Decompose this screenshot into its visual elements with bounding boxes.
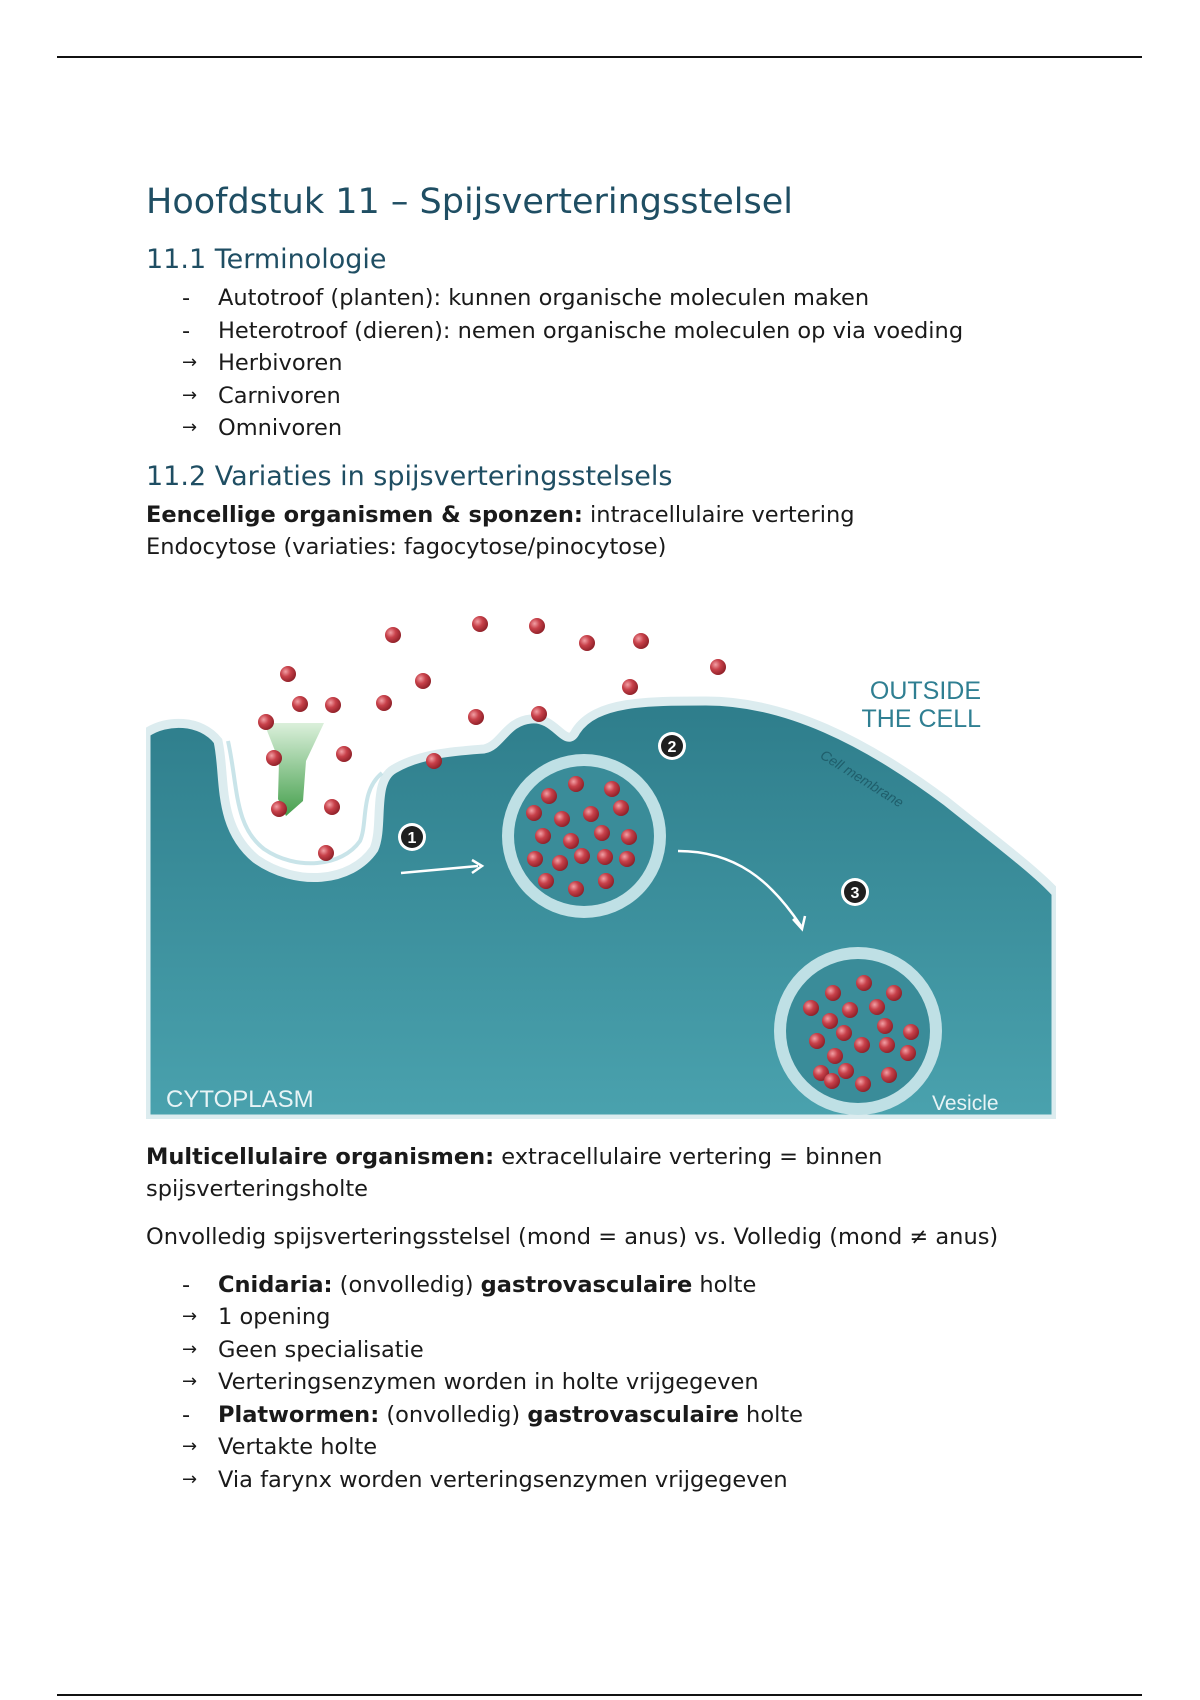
footer-rule xyxy=(57,1694,1142,1696)
sublist-item: Verteringsenzymen worden in holte vrijge… xyxy=(182,1366,1066,1399)
header-rule xyxy=(57,56,1142,58)
sublist-item: Omnivoren xyxy=(182,412,1066,445)
vesicle-particles xyxy=(803,974,919,1092)
list-item-platwormen: Platwormen: (onvolledig) gastrovasculair… xyxy=(146,1399,1066,1497)
svg-text:3: 3 xyxy=(851,885,860,902)
document-body: Hoofdstuk 11 – Spijsverteringsstelsel 11… xyxy=(146,178,1066,1496)
outside-label-1: OUTSIDE xyxy=(870,677,981,705)
list-item-cnidaria: Cnidaria: (onvolledig) gastrovasculaire … xyxy=(146,1269,1066,1399)
vesicle-label: Vesicle xyxy=(932,1092,999,1115)
membrane-pit xyxy=(226,740,384,865)
cytoplasm-label: CYTOPLASM xyxy=(166,1086,314,1113)
list-item-heterotroof: Heterotroof (dieren): nemen organische m… xyxy=(146,315,1066,445)
sublist-item: Vertakte holte xyxy=(182,1431,1066,1464)
outside-label-2: THE CELL xyxy=(862,705,982,733)
vesicle-particles xyxy=(526,775,637,897)
step-badge-3: 3 xyxy=(841,877,869,906)
step-badge-2: 2 xyxy=(658,731,686,760)
step-arrow-2 xyxy=(677,849,803,927)
sublist-item: 1 opening xyxy=(182,1301,1066,1334)
sublist-item: Geen specialisatie xyxy=(182,1334,1066,1367)
sublist-item: Carnivoren xyxy=(182,380,1066,413)
sublist-item: Herbivoren xyxy=(182,347,1066,380)
step-badge-1: 1 xyxy=(398,822,426,851)
step-arrow-1 xyxy=(400,864,479,874)
cnidaria-sublist: 1 opening Geen specialisatie Verteringse… xyxy=(182,1301,1066,1399)
heterotroof-sublist: Herbivoren Carnivoren Omnivoren xyxy=(182,347,1066,445)
section-heading-terminologie: 11.1 Terminologie xyxy=(146,244,387,275)
organism-list: Cnidaria: (onvolledig) gastrovasculaire … xyxy=(146,1269,1066,1497)
list-item-autotroof: Autotroof (planten): kunnen organische m… xyxy=(146,282,1066,315)
platwormen-sublist: Vertakte holte Via farynx worden verteri… xyxy=(182,1431,1066,1496)
intro-paragraph: Eencellige organismen & sponzen: intrace… xyxy=(146,501,855,528)
multicellular-paragraph: Multicellulaire organismen: extracellula… xyxy=(146,1143,883,1202)
extracellular-particles xyxy=(258,615,726,861)
ingestion-arrow xyxy=(264,722,324,816)
svg-text:2: 2 xyxy=(668,739,677,756)
section-heading-variaties: 11.2 Variaties in spijsverteringsstelsel… xyxy=(146,460,673,492)
comparison-paragraph: Onvolledig spijsverteringsstelsel (mond … xyxy=(146,1223,999,1250)
chapter-title: Hoofdstuk 11 – Spijsverteringsstelsel xyxy=(146,182,793,222)
endocytose-line: Endocytose (variaties: fagocytose/pinocy… xyxy=(146,533,667,560)
sublist-item: Via farynx worden verteringsenzymen vrij… xyxy=(182,1464,1066,1497)
endocytosis-figure: Cell membrane OUTSIDE THE CELL 1 2 xyxy=(146,615,1056,1119)
terminology-list: Autotroof (planten): kunnen organische m… xyxy=(146,282,1066,445)
svg-text:1: 1 xyxy=(408,830,417,847)
